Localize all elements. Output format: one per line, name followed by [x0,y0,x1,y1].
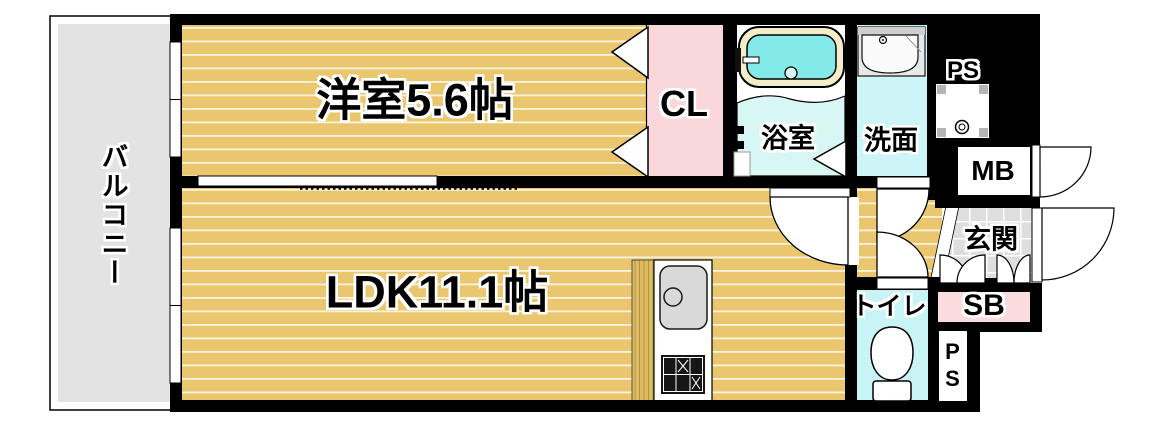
ldk-floor [182,188,845,402]
door-swing [1039,146,1092,198]
western-room-label: 洋室5.6帖 [316,74,514,126]
shoe-box-label: SB [963,289,1005,322]
door-swing [956,254,986,284]
wall-bottom [172,400,980,412]
shoebox-door-swings [939,254,1031,284]
entrance-label: 玄関 [964,224,1018,255]
bathtub-faucet [735,48,741,72]
wall-sb-right [1030,283,1042,332]
meter-box-label: MB [971,155,1015,186]
wall-mb-bottom [935,197,1040,208]
door-swing [1013,254,1031,284]
closet-door-marker [610,25,649,80]
wall-sb-bottom [928,322,1042,332]
toilet-bowl [870,326,914,381]
door-swing [1041,207,1115,281]
toilet-label: トイレ [851,292,927,321]
pipe-space-corners [937,85,988,137]
closet-area [646,25,723,176]
windows [169,41,182,384]
pipe-fixture [954,119,970,135]
toilet-doorway [876,277,929,290]
wall-toilet-right [928,277,938,412]
wall-ps-right [968,330,980,412]
bathroom-label: 浴室 [761,123,815,154]
western-room-floor [182,25,646,176]
entrance-door-leaf [1031,207,1043,283]
door-markers [610,25,847,179]
toilet-tank [872,380,912,402]
door-swing [769,196,849,266]
bathtub-drain [784,66,798,80]
closet-label: CL [660,83,708,124]
washbasin [861,34,919,74]
sliding-door [197,175,438,187]
shoe-box-area [938,292,1030,322]
kitchen-sink [659,265,708,330]
bath-door-hinge [735,141,744,149]
kitchen-counter-side [631,259,655,403]
wall-top [172,14,1040,25]
washroom-doorway [876,176,931,189]
pipe-fixture-inner [958,123,966,131]
door-swing [876,231,929,278]
ldk-label: LDK11.1帖 [325,266,549,318]
bath-door-hinge [735,126,744,134]
bath-fixture [733,151,751,177]
pipe-space-lower-box [937,329,969,403]
wall-hall-right [928,176,940,200]
closet-door-marker [610,125,649,179]
ldk-door-leaf [769,187,851,198]
washroom-label: 洗面 [864,125,918,156]
mb-door-leaf [1031,144,1041,198]
balcony-label: バルコニー [97,142,128,288]
washbasin-detail [905,35,922,53]
bath-door-marker [812,139,847,179]
bathtub-faucet-handle [742,56,760,64]
washbasin-backsplash [858,27,925,35]
gas-stove-burners [663,357,703,392]
pipe-space-lower-label: PS [940,339,965,393]
wall-closet-bath [723,14,737,176]
kitchen-faucet [663,287,683,307]
balcony-floor [58,24,172,402]
washbasin-faucet-dot [882,39,884,41]
wall-sb-post [985,278,997,292]
pipe-space-upper-label: PS [946,57,980,84]
